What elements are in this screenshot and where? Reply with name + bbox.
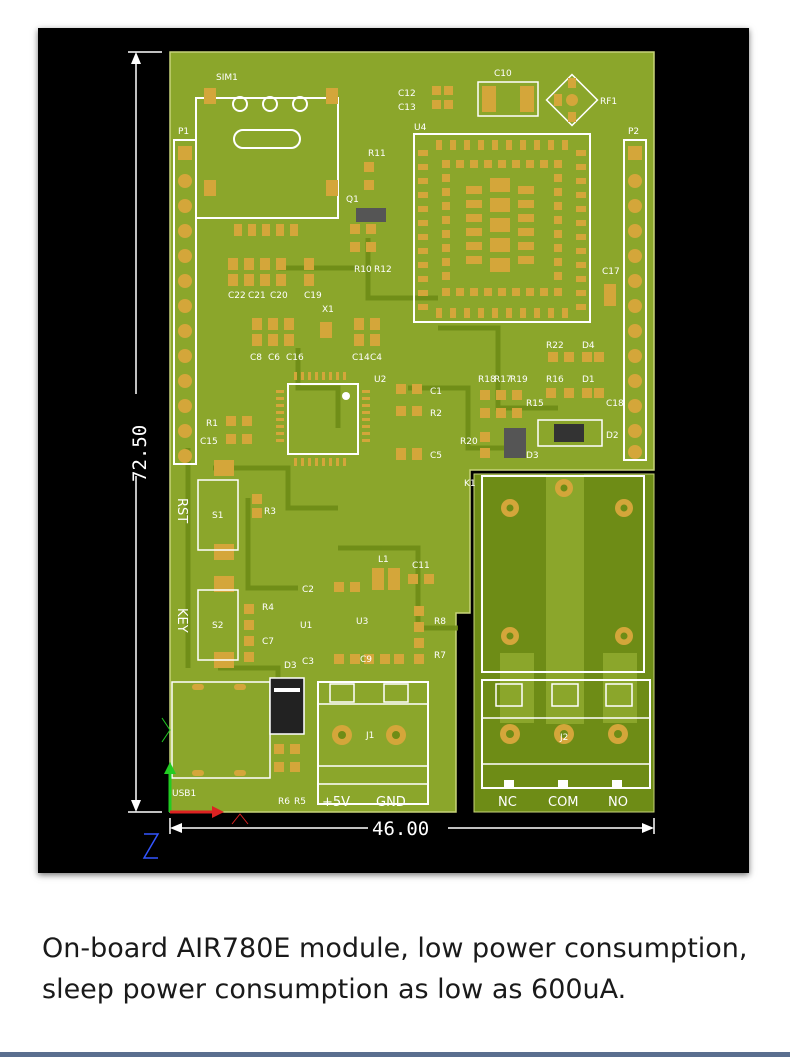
refdes-c22: C22 — [228, 291, 246, 301]
diode-d3 — [269, 677, 305, 735]
label-com: COM — [548, 795, 579, 810]
refdes-rf1: RF1 — [600, 97, 617, 107]
dark-packages — [356, 208, 603, 458]
refdes-c20: C20 — [270, 291, 288, 301]
refdes-r3: R3 — [264, 507, 276, 517]
refdes-sim1: SIM1 — [216, 73, 238, 83]
refdes-r17: R17 — [494, 375, 512, 385]
refdes-c17: C17 — [602, 267, 620, 277]
smd-pads — [214, 86, 616, 772]
label-key: KEY — [174, 608, 189, 633]
switch-s2 — [197, 589, 239, 661]
refdes-r2: R2 — [430, 409, 442, 419]
refdes-q1: Q1 — [346, 195, 359, 205]
refdes-r18: R18 — [478, 375, 496, 385]
refdes-j2: J2 — [559, 733, 568, 743]
refdes-r15: R15 — [526, 399, 544, 409]
refdes-c15: C15 — [200, 437, 218, 447]
refdes-c1: C1 — [430, 387, 442, 397]
caption-line-2: sleep power consumption as low as 600uA. — [42, 974, 627, 1005]
refdes-r8: R8 — [434, 617, 446, 627]
module-u4 — [413, 133, 591, 323]
label-no: NO — [608, 795, 628, 810]
dimension-width: 46.00 — [372, 818, 429, 840]
refdes-u1: U1 — [300, 621, 312, 631]
refdes-c11: C11 — [412, 561, 430, 571]
refdes-r20: R20 — [460, 437, 478, 447]
refdes-r1: R1 — [206, 419, 218, 429]
refdes-d2: D2 — [606, 431, 619, 441]
refdes-x1: X1 — [322, 305, 334, 315]
refdes-d3b: D3 — [526, 451, 539, 461]
refdes-s2: S2 — [212, 621, 223, 631]
refdes-c3: C3 — [302, 657, 314, 667]
refdes-j1: J1 — [365, 731, 374, 741]
terminal-j1 — [317, 681, 429, 805]
header-p2 — [623, 139, 647, 461]
refdes-c5: C5 — [430, 451, 442, 461]
refdes-u3: U3 — [356, 617, 368, 627]
refdes-c9: C9 — [360, 655, 372, 665]
label-plus5v: +5V — [322, 795, 350, 810]
refdes-c19: C19 — [304, 291, 322, 301]
refdes-r5: R5 — [294, 797, 306, 807]
sim-holder — [195, 88, 339, 236]
usb-connector — [171, 681, 271, 779]
dimension-height: 72.50 — [129, 425, 151, 482]
refdes-r7: R7 — [434, 651, 446, 661]
header-p1 — [173, 139, 197, 465]
rf-connector — [545, 73, 599, 127]
refdes-u2: U2 — [374, 375, 386, 385]
refdes-c6: C6 — [268, 353, 280, 363]
dimension-vertical — [128, 51, 162, 813]
refdes-r10: R10 — [354, 265, 372, 275]
refdes-c8: C8 — [250, 353, 262, 363]
cap-c10 — [477, 81, 539, 117]
caption-line-1: On-board AIR780E module, low power consu… — [42, 933, 748, 964]
refdes-r6: R6 — [278, 797, 290, 807]
refdes-r12: R12 — [374, 265, 392, 275]
refdes-r22: R22 — [546, 341, 564, 351]
caption: On-board AIR780E module, low power consu… — [42, 928, 762, 1010]
refdes-c12: C12 — [398, 89, 416, 99]
pcb-frame: SIM1 P1 P2 U4 RF1 C10 C12 C13 R11 Q1 R10… — [38, 28, 749, 873]
pcb-render: SIM1 P1 P2 U4 RF1 C10 C12 C13 R11 Q1 R10… — [128, 51, 655, 859]
refdes-c21: C21 — [248, 291, 266, 301]
terminal-j2 — [481, 679, 651, 789]
refdes-c14: C14 — [352, 353, 370, 363]
refdes-c4: C4 — [370, 353, 382, 363]
relay-k1 — [481, 475, 645, 673]
refdes-c18: C18 — [606, 399, 624, 409]
refdes-d4: D4 — [582, 341, 595, 351]
refdes-d3: D3 — [284, 661, 297, 671]
relay-tracks — [500, 474, 637, 724]
refdes-c7: C7 — [262, 637, 274, 647]
refdes-r4: R4 — [262, 603, 274, 613]
refdes-p1: P1 — [178, 127, 189, 137]
refdes-c13: C13 — [398, 103, 416, 113]
axis-gizmo — [142, 717, 249, 859]
refdes-r19: R19 — [510, 375, 528, 385]
mcu-u2 — [276, 372, 370, 466]
label-rst: RST — [174, 498, 189, 523]
refdes-k1: K1 — [464, 479, 476, 489]
refdes-r11: R11 — [368, 149, 386, 159]
dimension-horizontal — [169, 818, 655, 834]
refdes-c2: C2 — [302, 585, 314, 595]
refdes-s1: S1 — [212, 511, 223, 521]
refdes-r16: R16 — [546, 375, 564, 385]
refdes-p2: P2 — [628, 127, 639, 137]
bottom-bar — [0, 1052, 790, 1057]
refdes-l1: L1 — [378, 555, 389, 565]
refdes-c10: C10 — [494, 69, 512, 79]
switch-s1 — [197, 479, 239, 551]
label-gnd: GND — [376, 795, 406, 810]
refdes-c16: C16 — [286, 353, 304, 363]
label-nc: NC — [498, 795, 517, 810]
refdes-usb1: USB1 — [172, 789, 196, 799]
refdes-u4: U4 — [414, 123, 427, 133]
refdes-d1: D1 — [582, 375, 595, 385]
